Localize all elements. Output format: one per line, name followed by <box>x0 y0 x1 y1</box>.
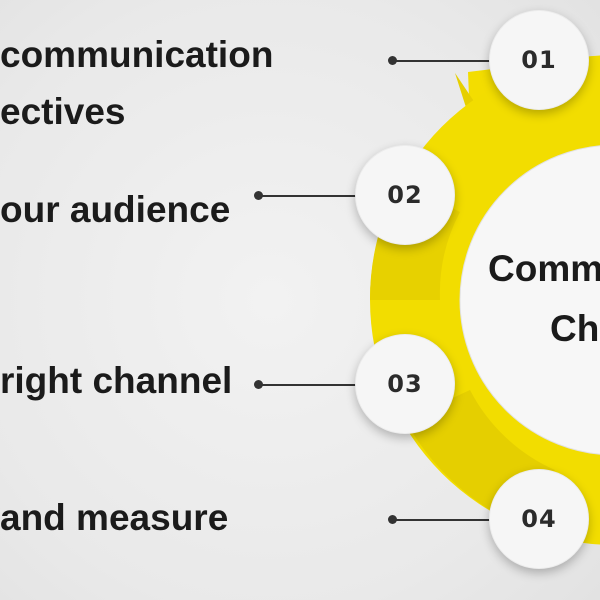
step-1-label-line-2: ectives <box>0 91 126 132</box>
step-1-number: 01 <box>521 46 557 74</box>
step-2-badge: 02 <box>355 145 455 245</box>
step-2-number: 02 <box>387 181 423 209</box>
step-3-number: 03 <box>387 370 423 398</box>
step-1-badge: 01 <box>489 10 589 110</box>
step-1-label-line-1: communication <box>0 34 274 75</box>
step-1-connector-line <box>392 60 492 62</box>
step-3-label: right channel <box>0 360 233 401</box>
step-4-connector-line <box>392 519 492 521</box>
step-2-connector-line <box>258 195 358 197</box>
step-3-connector-line <box>258 384 358 386</box>
step-3-badge: 03 <box>355 334 455 434</box>
step-2-label: our audience <box>0 189 231 230</box>
step-4-badge: 04 <box>489 469 589 569</box>
step-4-number: 04 <box>521 505 557 533</box>
center-circle <box>459 145 600 455</box>
center-title-line-2: Ch <box>550 308 600 349</box>
center-title-line-1: Comm <box>488 248 600 289</box>
step-4-label: and measure <box>0 497 229 538</box>
